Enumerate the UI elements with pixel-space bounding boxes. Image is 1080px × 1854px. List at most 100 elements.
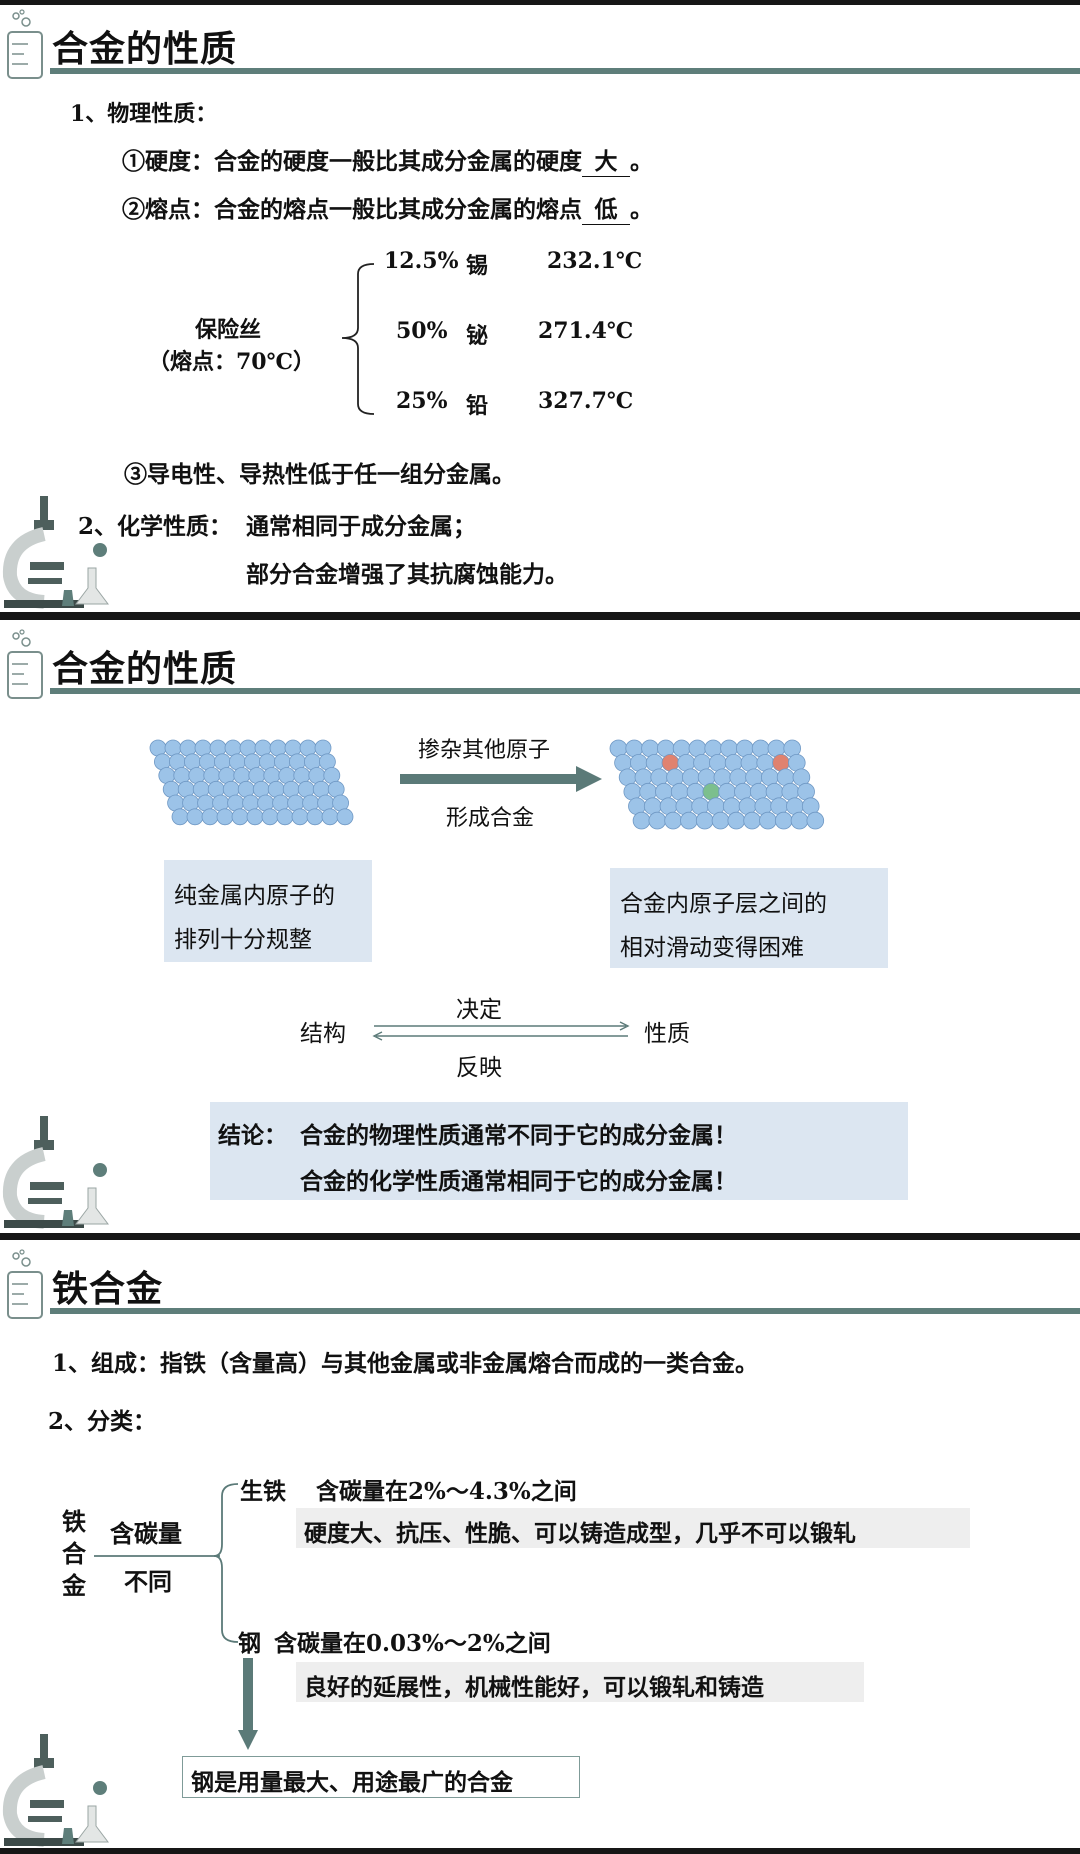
atom	[790, 811, 809, 830]
property-label: 性质	[644, 1021, 690, 1047]
atom	[648, 811, 667, 830]
atom	[186, 808, 204, 826]
classification-brace-icon	[94, 1483, 239, 1643]
reflect-label: 反映	[456, 1055, 502, 1081]
conclusion-line: 合金的化学性质通常相同于它的成分金属！	[300, 1168, 737, 1195]
doping-arrow-icon	[400, 766, 602, 792]
steel-label: 钢	[238, 1630, 261, 1657]
flask-icon	[7, 629, 43, 699]
conclusion-label: 结论：	[218, 1122, 287, 1149]
atom	[291, 808, 309, 826]
pig-iron-label: 生铁	[240, 1478, 286, 1505]
decide-label: 决定	[456, 997, 502, 1023]
microscope-icon	[2, 1734, 109, 1847]
bottom-border	[0, 1848, 1080, 1854]
atom	[201, 808, 219, 826]
melting-text: ②熔点：合金的熔点一般比其成分金属的熔点	[122, 196, 582, 223]
microscope-icon	[2, 496, 109, 609]
arrow-label-top: 掺杂其他原子	[418, 738, 551, 763]
top-border	[0, 0, 1080, 5]
relation-arrows-icon	[372, 1021, 630, 1041]
atom	[680, 811, 698, 830]
physical-properties-heading: 1、物理性质：	[70, 101, 218, 127]
chemical-line-2: 部分合金增强了其抗腐蚀能力。	[246, 561, 568, 588]
component-percent: 25%	[396, 388, 448, 414]
atom	[664, 811, 682, 830]
pure-note-line: 排列十分规整	[174, 927, 312, 953]
title-underline	[50, 68, 1080, 74]
component-percent: 50%	[396, 318, 448, 344]
down-arrow-icon	[238, 1658, 258, 1750]
title-underline	[50, 688, 1080, 694]
flask-icon	[7, 1249, 43, 1319]
atom	[743, 811, 761, 830]
slide-iron-alloy: 铁合金 1、组成：指铁（含量高）与其他金属或非金属熔合而成的一类合金。 2、分类…	[0, 1240, 1080, 1850]
microscope-icon	[2, 1116, 109, 1229]
atom	[321, 808, 339, 826]
component-percent: 12.5%	[384, 248, 459, 274]
hardness-line: ①硬度：合金的硬度一般比其成分金属的硬度大。	[122, 142, 653, 177]
component-melting-point: 232.1℃	[547, 248, 643, 274]
steel-carbon: 含碳量在0.03%～2%之间	[274, 1630, 551, 1657]
atom	[261, 808, 279, 826]
conclusion-line: 合金的物理性质通常不同于它的成分金属！	[300, 1122, 737, 1149]
classification-heading: 2、分类：	[48, 1408, 157, 1435]
melting-end: 。	[630, 196, 653, 223]
component-metal: 铋	[466, 323, 489, 349]
alloy-note-line: 相对滑动变得困难	[620, 935, 804, 961]
atom	[246, 808, 264, 826]
hardness-text: ①硬度：合金的硬度一般比其成分金属的硬度	[122, 148, 582, 175]
component-metal: 铅	[466, 393, 489, 419]
atom	[632, 811, 651, 830]
slide-divider	[0, 1233, 1080, 1241]
pure-metal-note: 纯金属内原子的 排列十分规整	[164, 860, 372, 962]
atom	[806, 811, 825, 830]
chemical-properties-heading: 2、化学性质：	[78, 513, 233, 540]
atom	[774, 811, 793, 830]
pig-iron-carbon: 含碳量在2%～4.3%之间	[316, 1478, 577, 1505]
atom	[759, 811, 777, 830]
melting-answer: 低	[582, 190, 630, 225]
title-underline	[50, 1308, 1080, 1314]
slide-title: 合金的性质	[52, 649, 238, 690]
fuse-melting-point: （熔点：70℃）	[148, 349, 315, 375]
atom	[216, 808, 234, 826]
brace-icon	[341, 263, 375, 415]
component-melting-point: 327.7℃	[538, 388, 634, 414]
atom	[695, 811, 714, 830]
component-melting-point: 271.4℃	[538, 318, 634, 344]
conductivity-line: ③导电性、导热性低于任一组分金属。	[124, 461, 515, 488]
atom	[727, 811, 746, 830]
slide-alloy-properties-2: 合金的性质 掺杂其他原子 形成合金 纯金属内原子的 排列十分规整 合金内原子层之…	[0, 620, 1080, 1233]
fuse-label: 保险丝	[195, 317, 262, 343]
iron-alloy-char: 铁	[62, 1507, 86, 1536]
chemical-line-1: 通常相同于成分金属；	[246, 513, 476, 540]
component-metal: 锡	[466, 253, 489, 279]
alloy-lattice	[609, 739, 825, 830]
steel-props: 良好的延展性，机械性能好，可以锻轧和铸造	[304, 1674, 764, 1701]
iron-alloy-char: 合	[62, 1539, 86, 1568]
flask-icon	[7, 9, 43, 79]
atom	[336, 808, 354, 826]
pure-note-line: 纯金属内原子的	[174, 883, 335, 909]
steel-note: 钢是用量最大、用途最广的合金	[191, 1769, 513, 1796]
steel-props-box: 良好的延展性，机械性能好，可以锻轧和铸造	[296, 1662, 864, 1702]
atom	[231, 808, 249, 826]
composition-line: 1、组成：指铁（含量高）与其他金属或非金属熔合而成的一类合金。	[52, 1350, 759, 1377]
alloy-note-line: 合金内原子层之间的	[620, 891, 827, 917]
carbon-content-label: 含碳量	[110, 1519, 182, 1548]
slide-title: 铁合金	[52, 1269, 164, 1310]
pig-iron-props: 硬度大、抗压、性脆、可以铸造成型，几乎不可以锻轧	[304, 1520, 856, 1547]
atom	[171, 808, 189, 826]
slide-title: 合金的性质	[52, 29, 238, 70]
atom	[306, 808, 324, 826]
melting-line: ②熔点：合金的熔点一般比其成分金属的熔点低。	[122, 190, 653, 225]
atom	[276, 808, 294, 826]
conclusion-box: 结论： 合金的物理性质通常不同于它的成分金属！ 合金的化学性质通常相同于它的成分…	[210, 1102, 908, 1200]
hardness-answer: 大	[582, 142, 630, 177]
slide-divider	[0, 612, 1080, 621]
atom	[711, 811, 730, 830]
iron-alloy-char: 金	[62, 1571, 86, 1600]
carbon-diff-label: 不同	[124, 1567, 172, 1596]
slide-alloy-properties-1: 合金的性质 1、物理性质： ①硬度：合金的硬度一般比其成分金属的硬度大。 ②熔点…	[0, 0, 1080, 612]
